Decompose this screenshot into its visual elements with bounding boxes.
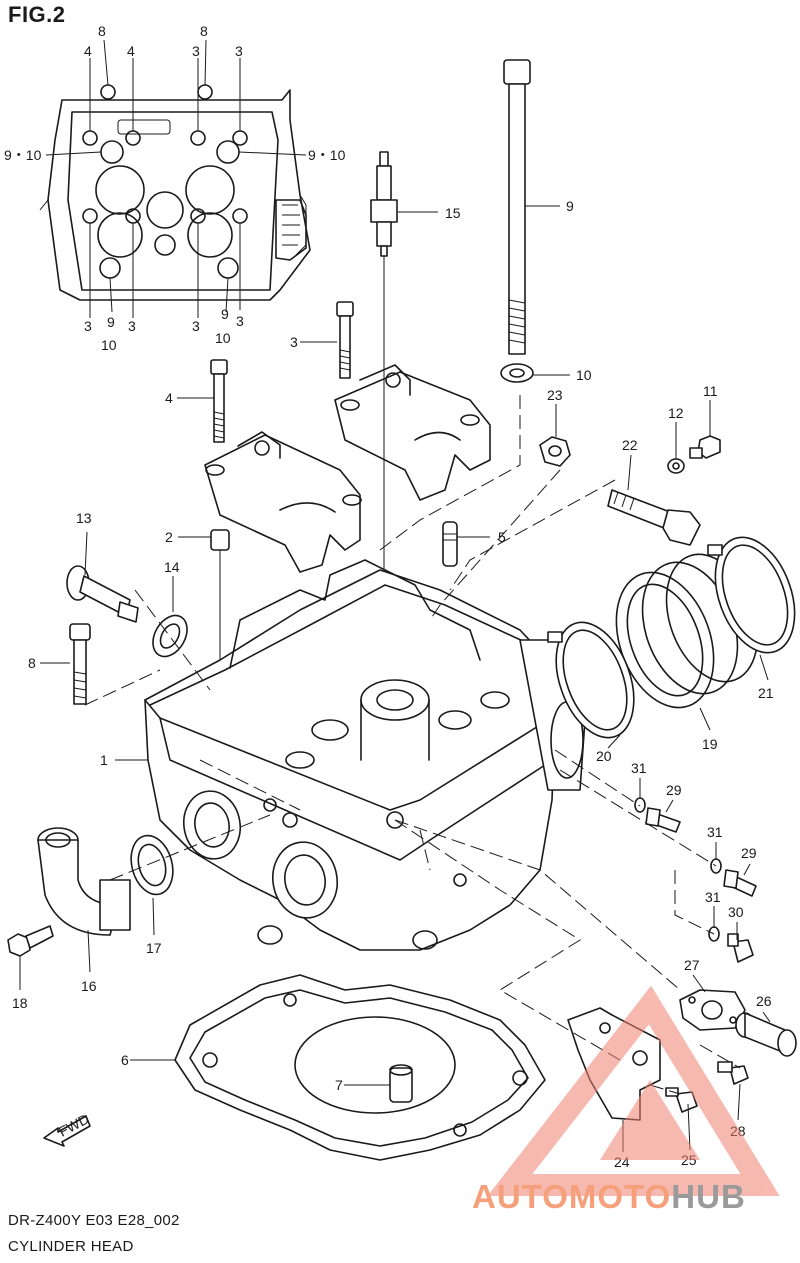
callout-inset-9-b: 9 — [221, 306, 229, 322]
callout-3: 3 — [290, 334, 298, 350]
callout-9: 9 — [566, 198, 574, 214]
callout-29-b: 29 — [741, 845, 757, 861]
callout-1: 1 — [100, 752, 108, 768]
screw-11 — [689, 435, 721, 459]
figure-label: FIG.2 — [8, 2, 66, 27]
callout-inset-3-b: 3 — [235, 43, 243, 59]
bolt-29-a — [645, 807, 681, 833]
washer-31-a — [634, 797, 646, 813]
callout-17: 17 — [146, 940, 162, 956]
callout-15: 15 — [445, 205, 461, 221]
callout-13: 13 — [76, 510, 92, 526]
bolt-22 — [607, 489, 701, 546]
callout-inset-10-b: 10 — [215, 330, 231, 346]
callout-19: 19 — [702, 736, 718, 752]
callout-7: 7 — [335, 1077, 343, 1093]
fitting-26 — [735, 1012, 797, 1057]
callout-inset-10-a: 10 — [101, 337, 117, 353]
callout-31-b: 31 — [707, 824, 723, 840]
callout-inset-9-10-right: 9・10 — [308, 147, 346, 163]
bolt-8 — [69, 623, 91, 705]
callout-21: 21 — [758, 685, 774, 701]
spark-plug — [370, 151, 398, 720]
callout-10: 10 — [576, 367, 592, 383]
plug-13 — [66, 565, 139, 623]
stud-bolt-9 — [503, 59, 531, 355]
bolt-3 — [336, 301, 354, 379]
callout-inset-3-a: 3 — [192, 43, 200, 59]
callout-16: 16 — [81, 978, 97, 994]
inset-leaders — [45, 39, 307, 318]
washer-12 — [667, 458, 685, 474]
inset-head-top-view — [39, 84, 311, 301]
callout-31-a: 31 — [631, 760, 647, 776]
dowel-pin-7 — [389, 1064, 413, 1103]
callout-12: 12 — [668, 405, 684, 421]
callout-inset-3-e: 3 — [192, 318, 200, 334]
callout-26: 26 — [756, 993, 772, 1009]
cylinder-head — [144, 559, 586, 951]
callout-11: 11 — [703, 383, 718, 399]
bolt-28 — [717, 1061, 749, 1085]
hose-clamp-21 — [707, 536, 796, 654]
camshaft-holder-front — [204, 431, 362, 573]
part-callouts: 1 2 3 4 5 6 7 8 9 10 11 12 13 14 15 16 1… — [12, 198, 774, 1170]
callout-inset-3-c: 3 — [84, 318, 92, 334]
callout-6: 6 — [121, 1052, 129, 1068]
bolt-4 — [210, 359, 228, 443]
callout-31-c: 31 — [705, 889, 721, 905]
watermark-text: AUTOMOTOHUB — [472, 1178, 746, 1216]
o-ring-17 — [130, 834, 174, 896]
o-ring-14 — [152, 614, 188, 658]
callout-inset-8-left: 8 — [98, 23, 106, 39]
callout-18: 18 — [12, 995, 28, 1011]
washer-10 — [500, 363, 534, 383]
camshaft-holder-rear — [334, 364, 491, 501]
bolt-18 — [7, 925, 54, 957]
callout-5: 5 — [498, 529, 506, 545]
nut-23 — [539, 436, 571, 467]
callout-inset-8-right: 8 — [200, 23, 208, 39]
callout-2: 2 — [165, 529, 173, 545]
callout-inset-9-a: 9 — [107, 314, 115, 330]
bolt-29-b — [723, 869, 757, 897]
water-union-16 — [37, 827, 131, 936]
callout-inset-9-10-left: 9・10 — [4, 147, 42, 163]
callout-inset-4-b: 4 — [127, 43, 135, 59]
callout-inset-4-a: 4 — [84, 43, 92, 59]
callout-22: 22 — [622, 437, 638, 453]
callout-inset-3-f: 3 — [236, 313, 244, 329]
watermark-logo — [487, 985, 780, 1196]
fwd-arrow-icon: FWD — [43, 1111, 92, 1147]
watermark-text-a: AUTOMOTO — [472, 1178, 672, 1215]
callout-29-a: 29 — [666, 782, 682, 798]
callout-27: 27 — [684, 957, 700, 973]
callout-4: 4 — [165, 390, 173, 406]
callout-inset-3-d: 3 — [128, 318, 136, 334]
callout-14: 14 — [164, 559, 180, 575]
bolt-30 — [727, 933, 754, 963]
caption-title: CYLINDER HEAD — [8, 1238, 134, 1255]
fitting-5 — [442, 521, 458, 567]
callout-20: 20 — [596, 748, 612, 764]
callout-8: 8 — [28, 655, 36, 671]
caption-model-code: DR-Z400Y E03 E28_002 — [8, 1212, 180, 1229]
inset-callouts: 8 8 4 4 3 3 9・10 9・10 3 9 10 3 3 9 10 3 — [4, 23, 346, 353]
leader-lines — [19, 205, 771, 1152]
callout-30: 30 — [728, 904, 744, 920]
callout-23: 23 — [547, 387, 563, 403]
head-gasket-6 — [174, 974, 546, 1161]
watermark-text-b: HUB — [671, 1178, 746, 1215]
hose-clamp-20 — [547, 621, 635, 739]
